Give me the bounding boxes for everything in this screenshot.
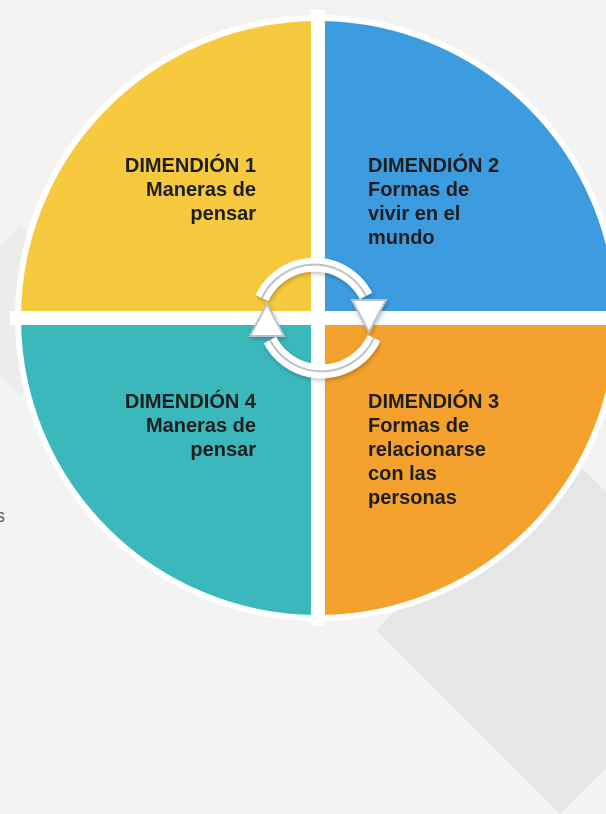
quadrant-1-line-1: Maneras de [145, 179, 256, 201]
quadrant-2-line-3: mundo [368, 227, 435, 249]
quadrant-1-line-2: pensar [190, 203, 256, 225]
dimension-wheel [10, 10, 606, 626]
horizontal-divider [10, 311, 606, 325]
quadrant-3-line-4: personas [368, 487, 457, 509]
cycle-arrows-icon [248, 257, 388, 379]
quadrant-1-label: DIMENDIÓN 1 Maneras de pensar [125, 154, 256, 226]
quadrant-4-line-1: Maneras de [145, 415, 256, 437]
quadrant-4 [18, 318, 318, 618]
quadrant-3-line-1: Formas de [368, 415, 470, 437]
quadrant-4-line-2: pensar [190, 439, 256, 461]
quadrant-4-label: DIMENDIÓN 4 Maneras de pensar [125, 390, 256, 462]
quadrant-4-title: DIMENDIÓN 4 [124, 391, 256, 413]
quadrant-3-line-3: con las [368, 463, 437, 485]
quadrant-1-title: DIMENDIÓN 1 [124, 155, 256, 177]
quadrant-3-title: DIMENDIÓN 3 [368, 391, 500, 413]
quadrant-3-label: DIMENDIÓN 3 Formas de relacionarse con l… [368, 390, 499, 510]
quadrant-2-line-1: Formas de [368, 179, 470, 201]
quadrant-2-line-2: vivir en el [368, 203, 461, 225]
quadrant-3-line-2: relacionarse [368, 439, 486, 461]
partial-text: s [0, 506, 5, 526]
quadrant-2-title: DIMENDIÓN 2 [368, 155, 500, 177]
quadrant-2-label: DIMENDIÓN 2 Formas de vivir en el mundo [368, 154, 499, 250]
